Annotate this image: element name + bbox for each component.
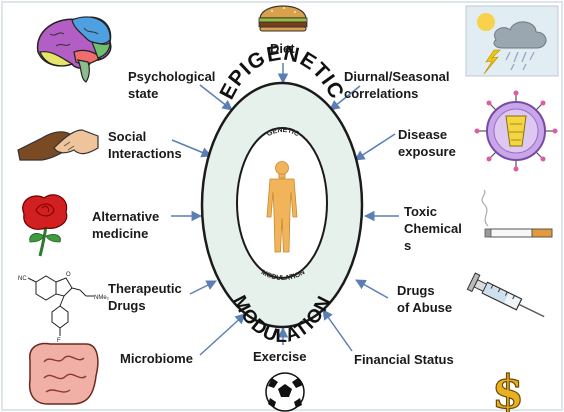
molecule-label-o: O [66,272,71,278]
arrow-disease [354,133,396,161]
label-drugs-of-abuse: Drugs of Abuse [397,283,453,315]
weather-icon [465,5,559,77]
handshake-icon [17,129,99,161]
brain-icon [36,16,112,83]
label-exercise: Exercise [253,349,307,364]
cigarette-icon [481,189,553,238]
label-toxic-chemicals: Toxic Chemical s [404,204,462,253]
label-diet: Diet [270,41,295,56]
arrow-psychological [199,84,233,111]
arrow-therapeutic [189,280,217,295]
soccer-ball-icon [265,372,305,412]
label-social-interactions: Social Interactions [108,129,182,161]
label-microbiome: Microbiome [120,351,193,366]
molecule-icon: NC NMe₂ F O [18,272,110,344]
rose-icon [22,194,68,257]
molecule-label-nme2: NMe₂ [94,295,110,301]
label-diurnal-seasonal: Diurnal/Seasonal correlations [344,69,450,101]
arrow-drugs-abuse [355,279,389,299]
intestine-icon [28,342,99,405]
burger-icon [258,5,308,32]
molecule-label-nc: NC [18,276,27,282]
arrows [171,63,399,356]
human-figure-icon [266,161,298,253]
svg-text:$: $ [492,365,524,412]
syringe-icon [466,272,545,318]
label-psychological-state: Psychological state [128,69,216,101]
label-alternative-medicine: Alternative medicine [92,209,160,241]
arrow-diurnal [329,85,361,111]
genetic-label: GENETIC [266,127,300,138]
arrow-microbiome [199,313,246,356]
label-financial-status: Financial Status [354,352,454,367]
dollar-icon: $ [491,364,524,412]
virus-icon [474,90,558,172]
label-disease-exposure: Disease exposure [398,127,456,159]
arrow-financial [322,309,353,352]
arrow-social [171,139,212,158]
label-therapeutic-drugs: Therapeutic Drugs [108,281,182,313]
molecule-label-f: F [57,338,61,344]
